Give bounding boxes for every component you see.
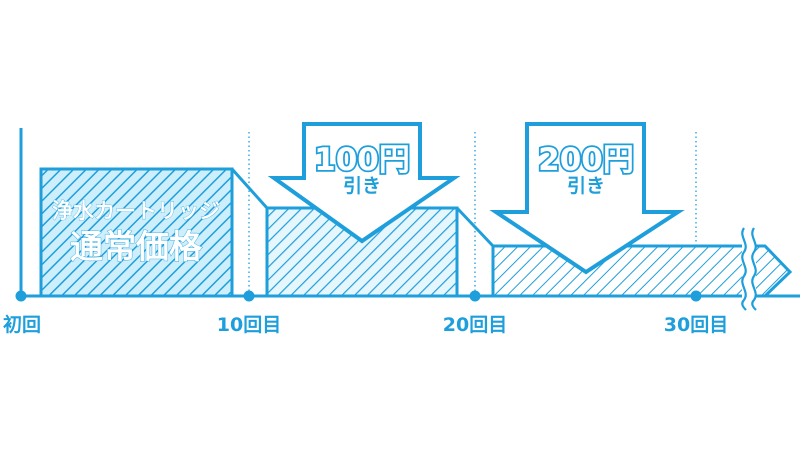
axis-point-10 [243, 290, 255, 302]
step-connector-1 [230, 167, 269, 210]
arrow2-amount: 200円 [538, 142, 634, 178]
axis-label-20: 20回目 [443, 314, 507, 336]
axis-point-30 [690, 290, 702, 302]
arrow1-label: 引き [343, 175, 381, 197]
axis-break-icon [741, 227, 757, 311]
discount-arrow-200 [489, 122, 685, 275]
arrow1-amount: 100円 [314, 142, 410, 178]
step-connector-2 [455, 206, 495, 248]
axis-point-20 [469, 290, 481, 302]
box1-line1: 浄水カートリッジ [52, 199, 220, 223]
regular-price-box [39, 167, 234, 298]
axis-point-1 [15, 290, 27, 302]
axis-label-first: 初回 [3, 313, 41, 336]
axis-label-30: 30回目 [664, 314, 728, 336]
arrow2-label: 引き [567, 175, 605, 197]
axis-label-10: 10回目 [217, 314, 281, 336]
discount-arrow-100 [267, 122, 461, 244]
box1-line2: 通常価格 [70, 227, 203, 266]
